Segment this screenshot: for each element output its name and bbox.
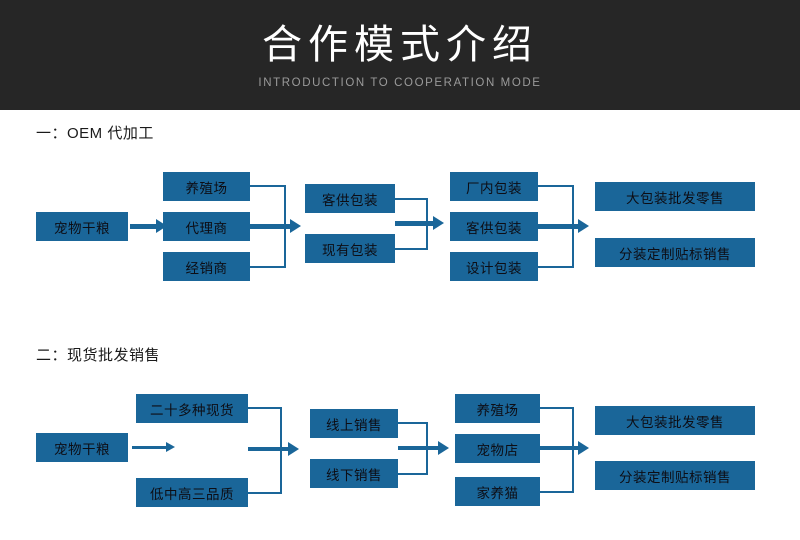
connector-oem-c3-top xyxy=(395,198,428,200)
connector-oem-c1-c2-arrow xyxy=(156,219,167,233)
connector-stock-c1-c2-arrow xyxy=(166,442,175,452)
connector-stock-c2-c3-arrow xyxy=(288,442,299,456)
connector-oem-c2-bottom xyxy=(250,266,286,268)
box-oem-packaging-source-1[interactable]: 现有包装 xyxy=(305,234,395,263)
connector-oem-c2-c3-line xyxy=(250,224,292,229)
section-title-oem: 一：OEM 代加工 xyxy=(36,125,154,142)
page-header: 合作模式介绍 INTRODUCTION TO COOPERATION MODE xyxy=(0,0,800,110)
box-oem-packaging-type-0[interactable]: 厂内包装 xyxy=(450,172,538,201)
connector-stock-c4-bottom xyxy=(540,491,574,493)
connector-stock-c1-c2-line xyxy=(132,446,168,449)
box-stock-source-0[interactable]: 宠物干粮 xyxy=(36,433,128,462)
box-stock-sales-mode-1[interactable]: 分装定制贴标销售 xyxy=(595,461,755,490)
box-oem-sales-mode-1[interactable]: 分装定制贴标销售 xyxy=(595,238,755,267)
box-stock-sales-channel-1[interactable]: 线下销售 xyxy=(310,459,398,488)
connector-stock-c2-top xyxy=(248,407,282,409)
connector-oem-c3-c4-line xyxy=(395,221,435,226)
connector-oem-c4-top xyxy=(538,185,574,187)
connector-oem-c2-c3-arrow xyxy=(290,219,301,233)
box-stock-customer-0[interactable]: 养殖场 xyxy=(455,394,540,423)
box-oem-source-0[interactable]: 宠物干粮 xyxy=(36,212,128,241)
connector-oem-c4-bottom xyxy=(538,266,574,268)
connector-oem-c4-c5-arrow xyxy=(578,219,589,233)
box-stock-stock-1[interactable]: 低中高三品质 xyxy=(136,478,248,507)
connector-stock-c4-c5-arrow xyxy=(578,441,589,455)
page-subtitle: INTRODUCTION TO COOPERATION MODE xyxy=(258,77,542,89)
box-oem-channel-2[interactable]: 经销商 xyxy=(163,252,250,281)
connector-stock-c3-c4-arrow xyxy=(438,441,449,455)
connector-oem-c1-c2-line xyxy=(130,224,158,229)
box-stock-sales-channel-0[interactable]: 线上销售 xyxy=(310,409,398,438)
box-stock-stock-0[interactable]: 二十多种现货 xyxy=(136,394,248,423)
section-title-stock-wholesale: 二：现货批发销售 xyxy=(36,347,161,364)
connector-stock-c3-bottom xyxy=(398,473,428,475)
connector-stock-c2-c3-line xyxy=(248,447,290,451)
box-oem-packaging-type-1[interactable]: 客供包装 xyxy=(450,212,538,241)
connector-stock-c3-c4-line xyxy=(398,446,440,450)
connector-oem-c2-top xyxy=(250,185,286,187)
box-stock-sales-mode-0[interactable]: 大包装批发零售 xyxy=(595,406,755,435)
connector-oem-c3-c4-arrow xyxy=(433,216,444,230)
box-oem-packaging-source-0[interactable]: 客供包装 xyxy=(305,184,395,213)
box-oem-channel-1[interactable]: 代理商 xyxy=(163,212,250,241)
connector-stock-c2-bottom xyxy=(248,492,282,494)
box-oem-sales-mode-0[interactable]: 大包装批发零售 xyxy=(595,182,755,211)
connector-stock-c3-top xyxy=(398,422,428,424)
box-oem-packaging-type-2[interactable]: 设计包装 xyxy=(450,252,538,281)
connector-oem-c4-c5-line xyxy=(538,224,580,229)
box-oem-channel-0[interactable]: 养殖场 xyxy=(163,172,250,201)
connector-stock-c4-top xyxy=(540,407,574,409)
connector-oem-c3-bottom xyxy=(395,248,428,250)
box-stock-customer-2[interactable]: 家养猫 xyxy=(455,477,540,506)
connector-stock-c4-c5-line xyxy=(540,446,582,450)
box-stock-customer-1[interactable]: 宠物店 xyxy=(455,434,540,463)
page-title: 合作模式介绍 xyxy=(262,23,538,67)
